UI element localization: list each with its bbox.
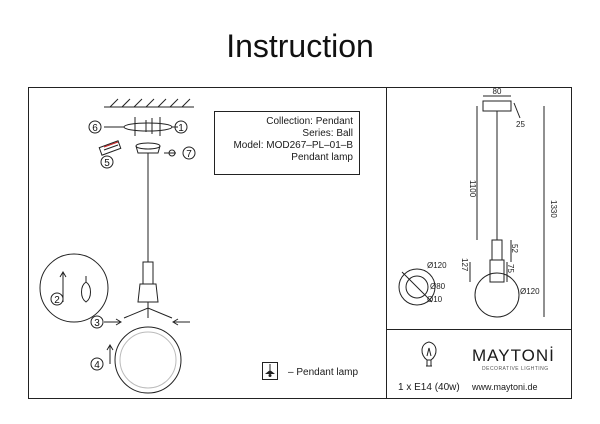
instruction-frame — [28, 87, 572, 399]
step-4-marker: 4 — [90, 357, 104, 371]
product-info-box: Collection: Pendant Series: Ball Model: … — [214, 111, 360, 175]
model-text: Model: MOD267–PL–01–B — [233, 140, 353, 151]
dim-canopy-diameter: Ø120 — [427, 261, 447, 270]
step-5-label: 5 — [104, 158, 110, 169]
dim-holder-height: 52 — [510, 244, 519, 253]
step-6-label: 6 — [92, 123, 98, 134]
dim-offset: 127 — [460, 258, 469, 272]
lift-arrow — [106, 344, 114, 364]
ceiling-hatch — [104, 98, 194, 108]
collection-text: Collection: Pendant — [266, 116, 353, 127]
dimension-drawing — [398, 95, 545, 318]
brand-website[interactable]: www.maytoni.de — [472, 382, 538, 392]
lamp-holder — [123, 261, 173, 319]
series-text: Series: Ball — [302, 128, 353, 139]
wire-connector — [98, 140, 122, 156]
dim-socket-height: 75 — [506, 264, 515, 273]
legend-label: – Pendant lamp — [288, 367, 359, 378]
step-4-label: 4 — [94, 360, 100, 371]
dim-screw-diameter: Ø10 — [427, 295, 443, 304]
type-text: Pendant lamp — [291, 152, 353, 163]
dim-hole-diameter: Ø80 — [430, 282, 446, 291]
panel-divider-vertical — [386, 87, 387, 399]
panel-divider-horizontal — [386, 329, 572, 330]
step-3-label: 3 — [94, 318, 100, 329]
dim-cable-length: 1100 — [468, 180, 477, 198]
dimension-labels: 80 25 1100 1330 52 75 127 Ø120 Ø120 Ø80 … — [427, 87, 558, 304]
step-2-marker: 2 — [50, 292, 64, 306]
step-3-marker: 3 — [90, 315, 104, 329]
brand-tagline: DECORATIVE LIGHTING — [482, 366, 549, 372]
globe-shade — [114, 326, 182, 394]
pendant-lamp-icon — [262, 362, 278, 380]
tighten-arrows — [104, 318, 190, 326]
brand-logo: MAYTONİ — [472, 346, 555, 365]
page-title: Instruction — [226, 28, 374, 64]
step-6-marker: 6 — [88, 120, 102, 134]
mounting-bracket — [104, 117, 178, 136]
bulb-icon — [421, 341, 437, 367]
canopy — [135, 142, 176, 157]
globe-inner — [119, 331, 177, 389]
step-1-marker: 1 — [174, 120, 188, 134]
dim-canopy-height: 25 — [516, 120, 525, 129]
detail-circle — [39, 253, 109, 323]
step-1-label: 1 — [178, 123, 184, 134]
step-7-marker: 7 — [182, 146, 196, 160]
legend: – Pendant lamp — [262, 362, 372, 384]
dim-total-height: 1330 — [549, 200, 558, 218]
step-7-label: 7 — [186, 149, 192, 160]
step-5-marker: 5 — [100, 155, 114, 169]
step-2-label: 2 — [54, 295, 60, 306]
dim-canopy-width: 80 — [493, 87, 502, 96]
dim-shade-diameter: Ø120 — [520, 287, 540, 296]
bulb-spec-text: 1 x E14 (40w) — [398, 382, 460, 393]
